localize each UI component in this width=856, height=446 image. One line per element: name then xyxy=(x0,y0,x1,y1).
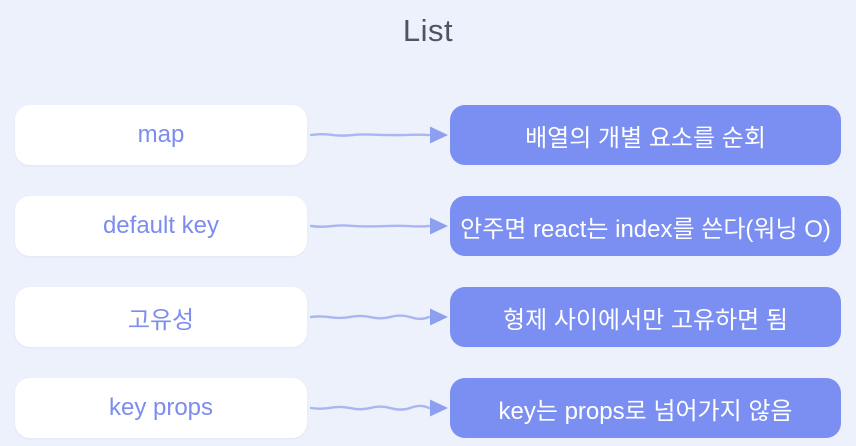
diagram-row: default key 안주면 react는 index를 쓴다(워닝 O) xyxy=(0,196,856,256)
label-box-default-key: default key xyxy=(15,196,307,256)
desc-box-default-key: 안주면 react는 index를 쓴다(워닝 O) xyxy=(450,196,841,256)
label-box-map: map xyxy=(15,105,307,165)
diagram-rows: map 배열의 개별 요소를 순회 default key 안주면 react는… xyxy=(0,105,856,446)
diagram-title: List xyxy=(402,13,454,48)
label-box-key-props: key props xyxy=(15,378,307,438)
diagram-row: map 배열의 개별 요소를 순회 xyxy=(0,105,856,165)
diagram-row: key props key는 props로 넘어가지 않음 xyxy=(0,378,856,438)
arrow-right-icon xyxy=(307,105,450,165)
desc-box-map: 배열의 개별 요소를 순회 xyxy=(450,105,841,165)
label-box-uniqueness: 고유성 xyxy=(15,287,307,347)
desc-box-key-props: key는 props로 넘어가지 않음 xyxy=(450,378,841,438)
arrow-right-icon xyxy=(307,287,450,347)
diagram-row: 고유성 형제 사이에서만 고유하면 됨 xyxy=(0,287,856,347)
arrow-right-icon xyxy=(307,378,450,438)
desc-box-uniqueness: 형제 사이에서만 고유하면 됨 xyxy=(450,287,841,347)
arrow-right-icon xyxy=(307,196,450,256)
